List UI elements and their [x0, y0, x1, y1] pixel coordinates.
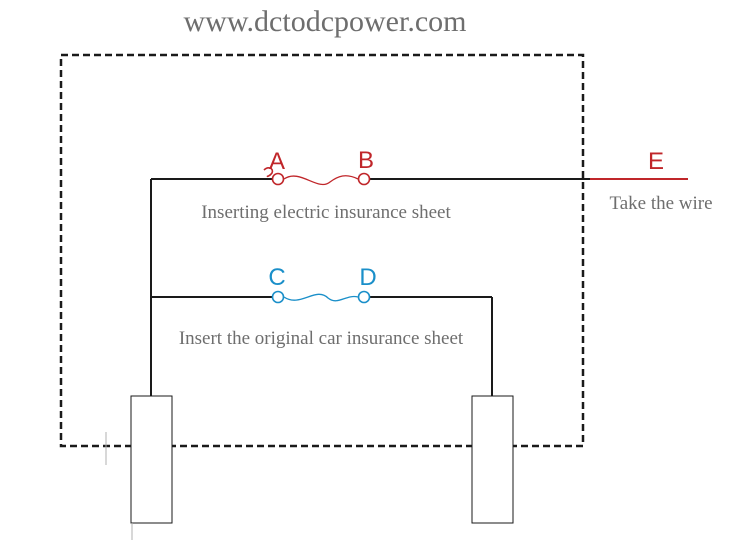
original-fuse-caption: Insert the original car insurance sheet — [179, 328, 464, 349]
point-a-mark — [263, 167, 274, 178]
point-d-terminal — [357, 290, 371, 304]
point-c-label: C — [268, 264, 285, 291]
original-fuse-wire — [283, 293, 359, 302]
point-d-label: D — [359, 264, 376, 291]
point-a-terminal — [271, 172, 285, 186]
electric-fuse — [263, 167, 371, 186]
fuse-box-frame — [59, 53, 585, 448]
fuse-blade-right — [471, 395, 514, 524]
electric-fuse-caption: Inserting electric insurance sheet — [201, 202, 451, 223]
point-b-terminal — [357, 172, 371, 186]
point-c-terminal — [271, 290, 285, 304]
point-a-label: A — [269, 148, 285, 175]
point-b-label: B — [358, 147, 374, 174]
electric-fuse-wire — [283, 175, 359, 186]
point-e-label: E — [648, 148, 664, 175]
watermark: www.dctodcpower.com — [184, 5, 467, 38]
fuse-blade-left — [130, 395, 173, 524]
original-fuse — [271, 290, 371, 304]
take-wire-caption: Take the wire — [609, 193, 712, 214]
